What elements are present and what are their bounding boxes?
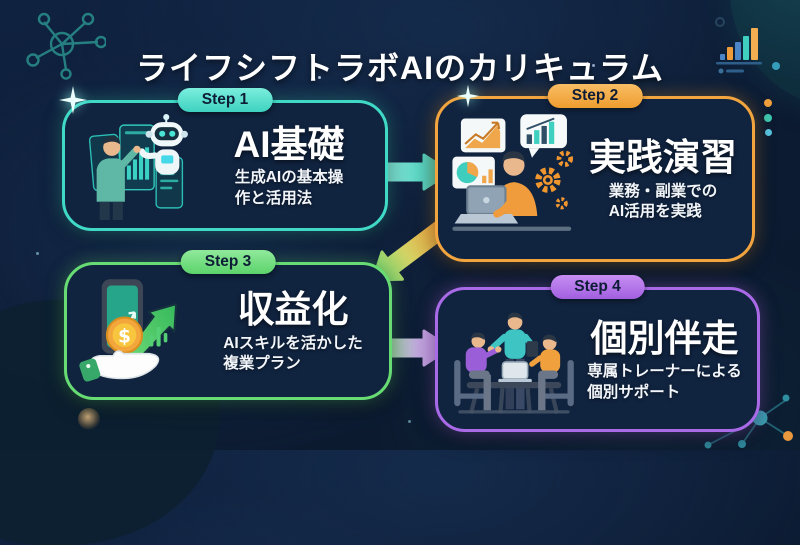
step-1-desc-line2: 作と活用法 — [234, 189, 313, 207]
step-1-badge-label: Step 1 — [201, 91, 249, 108]
step-1-card: Step 1 — [62, 88, 388, 231]
molecule-network-icon — [26, 12, 106, 80]
step-4-description: 専属トレーナーによる個別サポート — [587, 362, 742, 403]
step-2-badge: Step 2 — [547, 84, 643, 108]
svg-text:$: $ — [118, 326, 131, 347]
step-3-desc-line1: AIスキルを活かした — [223, 334, 363, 352]
orange-dot — [764, 99, 772, 107]
trainer-group-meeting-illustration — [454, 312, 574, 414]
star-dot — [318, 76, 321, 79]
step-3-description: AIスキルを活かした複業プラン — [223, 334, 363, 375]
sparkle-star-icon — [456, 84, 480, 108]
person-teaching-robot-illustration — [88, 114, 188, 220]
hand-phone-coin-growth-illustration: $ — [79, 279, 178, 382]
step-2-card: Step 2 — [435, 84, 755, 262]
person-laptop-charts-illustration — [452, 114, 574, 231]
step-1-title: AI基礎 — [233, 123, 345, 165]
step-4-badge: Step 4 — [550, 275, 645, 299]
step-1-desc-line1: 生成AIの基本操 — [234, 169, 344, 187]
step-3-badge-label: Step 3 — [204, 253, 252, 270]
step-2-badge-label: Step 2 — [571, 87, 619, 104]
step-4-card: Step 4 — [435, 275, 760, 432]
page-title: ライフシフトラボAIのカリキュラム — [135, 50, 665, 87]
step-3-desc-line2: 複業プラン — [223, 355, 301, 373]
blue-dot — [765, 129, 772, 136]
step-1-description: 生成AIの基本操作と活用法 — [235, 168, 344, 209]
step-3-title: 収益化 — [237, 289, 349, 331]
step-4-desc-line1: 専属トレーナーによる — [587, 363, 742, 381]
step-4-desc-line2: 個別サポート — [587, 383, 681, 401]
step-4-title: 個別伴走 — [590, 317, 739, 359]
step-2-description: 業務・副業での AI活用を実践 — [609, 182, 718, 223]
star-dot — [36, 252, 39, 255]
star-dot — [592, 64, 595, 67]
teal-dot — [764, 114, 772, 122]
bar-chart-icon — [715, 17, 780, 74]
sparkle-star-icon — [59, 86, 87, 114]
step-3-card: Step 3 $ 収益化 AIスキルを活かした複業プラ — [64, 250, 392, 400]
glow-orb-decoration — [78, 408, 100, 430]
star-dot — [408, 420, 411, 423]
step-2-desc-line1: 業務・副業での — [608, 182, 718, 200]
step-4-badge-label: Step 4 — [574, 278, 621, 295]
step-3-badge: Step 3 — [180, 250, 276, 274]
step-2-title: 実践演習 — [589, 137, 737, 179]
step-1-badge: Step 1 — [177, 88, 273, 112]
step-2-desc-line2: AI活用を実践 — [608, 203, 702, 221]
